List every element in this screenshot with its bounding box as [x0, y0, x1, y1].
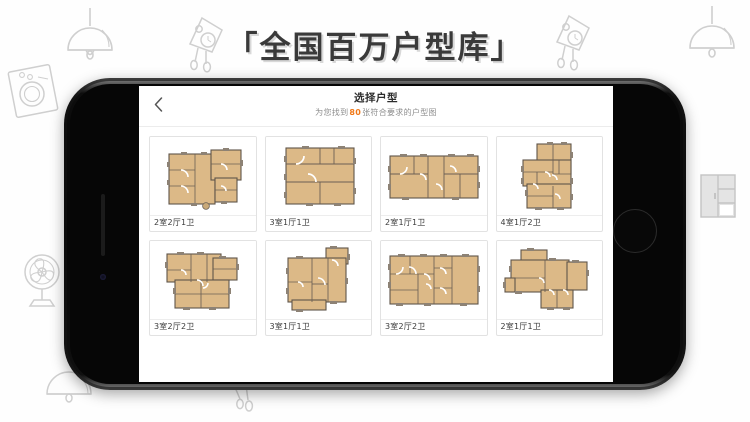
screen-title: 选择户型	[354, 92, 398, 104]
floorplan-card[interactable]: 2室2厅1卫	[149, 136, 257, 232]
subtitle-prefix: 为您找到	[315, 108, 349, 117]
earpiece-speaker	[101, 194, 105, 256]
page-title: 「全国百万户型库」	[226, 30, 524, 66]
floorplan-thumbnail	[150, 241, 256, 319]
result-count-text: 为您找到80张符合要求的户型图	[139, 107, 613, 118]
floorplan-thumbnail	[150, 137, 256, 215]
home-button[interactable]	[613, 209, 657, 253]
floorplan-label: 3室2厅2卫	[150, 319, 256, 335]
floorplan-thumbnail	[496, 241, 602, 319]
floorplan-label: 3室1厅1卫	[265, 215, 371, 231]
floorplan-label: 3室1厅1卫	[265, 319, 371, 335]
chevron-left-icon	[154, 96, 163, 112]
electric-fan-icon	[14, 250, 70, 312]
floorplan-label: 2室1厅1卫	[381, 215, 487, 231]
back-button[interactable]	[143, 90, 173, 118]
floorplan-card[interactable]: 2室1厅1卫	[380, 136, 488, 232]
floorplan-label: 3室2厅2卫	[381, 319, 487, 335]
floorplan-label: 2室1厅1卫	[496, 319, 602, 335]
cuckoo-clock-pendulum-icon	[228, 385, 274, 421]
floorplan-thumbnail	[381, 241, 487, 319]
floorplan-label: 4室1厅2卫	[496, 215, 602, 231]
navigation-bar: 选择户型 为您找到80张符合要求的户型图	[139, 86, 613, 127]
floorplan-card[interactable]: 3室2厅2卫	[380, 240, 488, 336]
floorplan-card[interactable]: 3室2厅2卫	[149, 240, 257, 336]
floorplan-card[interactable]: 3室1厅1卫	[264, 136, 372, 232]
front-camera	[100, 274, 106, 280]
floorplan-thumbnail	[265, 137, 371, 215]
wardrobe-icon	[698, 172, 738, 220]
floorplan-grid: 2室2厅1卫	[139, 127, 613, 345]
floorplan-label: 2室2厅1卫	[150, 215, 256, 231]
result-count: 80	[349, 108, 362, 117]
phone-screen: 选择户型 为您找到80张符合要求的户型图	[139, 86, 613, 382]
floorplan-card[interactable]: 4室1厅2卫	[495, 136, 603, 232]
floorplan-thumbnail	[265, 241, 371, 319]
floorplan-thumbnail	[496, 137, 602, 215]
subtitle-suffix: 张符合要求的户型图	[362, 108, 437, 117]
floorplan-thumbnail	[381, 137, 487, 215]
floorplan-card[interactable]: 2室1厅1卫	[495, 240, 603, 336]
washing-machine-icon	[4, 58, 62, 122]
floorplan-card[interactable]: 3室1厅1卫	[264, 240, 372, 336]
